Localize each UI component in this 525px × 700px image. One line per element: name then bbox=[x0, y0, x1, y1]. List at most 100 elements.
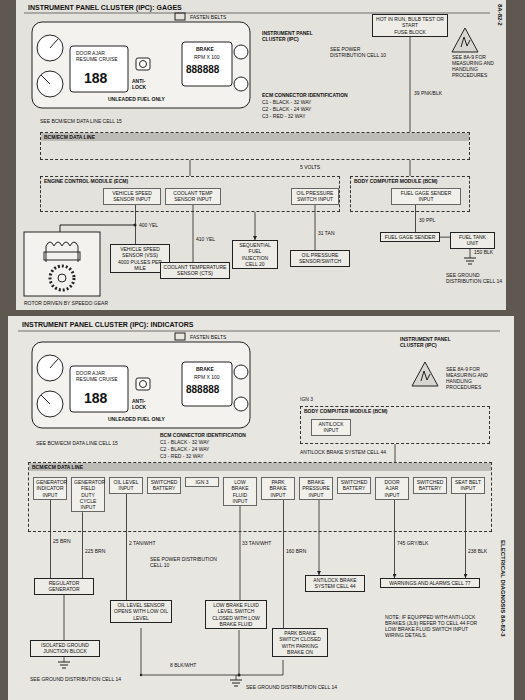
label: ECM CONNECTOR IDENTIFICATION bbox=[262, 92, 348, 98]
input-box: IGN 3 bbox=[185, 477, 219, 487]
page bbox=[16, 0, 506, 310]
wire bbox=[465, 494, 466, 579]
wire bbox=[64, 595, 65, 641]
label: 188 bbox=[84, 70, 107, 87]
label: IGN 3 bbox=[300, 396, 313, 402]
node-text: LOW BRAKE FLUID INPUT bbox=[226, 479, 254, 504]
label: C3 - RED - 32 WAY bbox=[262, 113, 306, 119]
node-text: SEQUENTIAL FUEL INJECTION CELL 20 bbox=[235, 242, 275, 267]
ground-symbol bbox=[464, 258, 476, 264]
node-text: PARK BRAKE SWITCH CLOSED WITH PARKING BR… bbox=[275, 630, 325, 655]
input-box: SWITCHED BATTERY bbox=[337, 477, 371, 494]
wire bbox=[50, 500, 51, 578]
node-text: SWITCHED BATTERY bbox=[340, 479, 368, 492]
label: 8A-82-2 bbox=[496, 4, 503, 26]
component-box: FUEL TANK UNIT bbox=[450, 232, 495, 249]
label: INSTRUMENT PANEL CLUSTER (IPC) bbox=[262, 30, 332, 42]
component-box: WARNINGS AND ALARMS CELL 77 bbox=[380, 578, 480, 588]
node-text: BRAKE PRESSURE INPUT bbox=[302, 479, 330, 498]
wire bbox=[415, 205, 416, 233]
label: SEE 8A-9 FOR MEASURING AND HANDLING PROC… bbox=[452, 54, 502, 78]
wire bbox=[319, 500, 320, 575]
node-text: GENERATOR bbox=[37, 586, 91, 592]
node-text: ANTILOCK BRAKE SYSTEM CELL 44 bbox=[308, 577, 362, 590]
wire bbox=[240, 506, 241, 600]
label: ROTOR DRIVEN BY SPEEDO GEAR bbox=[24, 300, 108, 306]
label: INSTRUMENT PANEL CLUSTER (IPC): INDICATO… bbox=[22, 321, 193, 329]
component-box: LOW BRAKE FLUID LEVEL SWITCH CLOSED WITH… bbox=[205, 600, 267, 629]
wire bbox=[283, 500, 284, 628]
esd-symbol bbox=[452, 28, 478, 52]
node-text: 4000 PULSES PER MILE bbox=[113, 259, 167, 272]
node-text: GENERATOR FIELD DUTY CYCLE INPUT bbox=[74, 479, 102, 510]
node-text: FUEL GAGE SENDER bbox=[383, 234, 437, 240]
wire bbox=[236, 675, 237, 680]
label: ANTILOCK BRAKE SYSTEM CELL 44 bbox=[300, 449, 386, 455]
label: ELECTRICAL DIAGNOSIS 8A-82-3 bbox=[499, 540, 506, 637]
vss-illustration bbox=[58, 274, 66, 282]
input-box: LOW BRAKE FLUID INPUT bbox=[223, 477, 257, 506]
wire bbox=[126, 494, 127, 601]
node-text: LOW BRAKE FLUID LEVEL SWITCH CLOSED WITH… bbox=[208, 602, 264, 627]
input-box: SWITCHED BATTERY bbox=[413, 477, 447, 494]
label: SEE BCM/ECM DATA LINE CELL 15 bbox=[36, 440, 118, 446]
label: C1 - BLACK - 32 WAY bbox=[262, 99, 311, 105]
page-title: INSTRUMENT PANEL CLUSTER (IPC): GAGES bbox=[28, 4, 182, 12]
node-text: FUEL GAGE SENDER INPUT bbox=[394, 190, 458, 203]
component-box: ANTILOCK BRAKE SYSTEM CELL 44 bbox=[305, 575, 365, 592]
label: SEE BCM/ECM DATA LINE CELL 15 bbox=[40, 118, 122, 124]
label: SEE POWER DISTRIBUTION CELL 10 bbox=[150, 556, 220, 568]
label: 225 BRN bbox=[85, 548, 105, 554]
vss-illustration bbox=[50, 266, 74, 290]
component-box: OIL LEVEL SENSOR OPENS WITH LOW OIL LEVE… bbox=[110, 600, 172, 623]
input-box: GENERATOR INDICATOR INPUT bbox=[33, 477, 67, 500]
label: RPM X 100 bbox=[194, 374, 220, 380]
wire bbox=[440, 237, 450, 238]
label: 30 PPL bbox=[419, 217, 435, 223]
component-box: OIL PRESSURE SENSOR/SWITCH bbox=[290, 250, 350, 267]
component-box: HOT IN RUN, BULB TEST OR STARTFUSE BLOCK bbox=[372, 14, 448, 37]
vss-illustration bbox=[44, 252, 80, 260]
component-box: ISOLATED GROUND JUNCTION BLOCK bbox=[30, 640, 100, 657]
input-box: VEHICLE SPEED SENSOR INPUT bbox=[103, 188, 161, 205]
wire bbox=[410, 37, 411, 132]
rule bbox=[18, 331, 500, 332]
module-box: BODY COMPUTER MODULE (BCM)ANTILOCK INPUT bbox=[300, 406, 490, 444]
wire bbox=[410, 160, 411, 176]
wire bbox=[190, 160, 191, 176]
node-text: ISOLATED GROUND JUNCTION BLOCK bbox=[33, 642, 97, 655]
node-text: OIL LEVEL SENSOR OPENS WITH LOW OIL LEVE… bbox=[113, 602, 169, 621]
node-text: PARK BRAKE INPUT bbox=[264, 479, 292, 498]
node-text: COOLANT TEMPERATURE SENSOR (CTS) bbox=[163, 264, 227, 277]
label: FASTEN BELTS bbox=[190, 334, 226, 340]
component-box: FUEL GAGE SENDER bbox=[380, 232, 440, 242]
label: 5 VOLTS bbox=[300, 164, 320, 170]
module-box: BCM/ECM DATA LINE bbox=[40, 132, 470, 160]
node-text: SWITCHED BATTERY bbox=[416, 479, 444, 492]
label: FASTEN BELTS bbox=[190, 14, 226, 20]
label: 400 YEL bbox=[139, 222, 158, 228]
wire bbox=[239, 630, 240, 675]
node-text: ANTILOCK INPUT bbox=[314, 421, 348, 434]
component-box: REGULATORGENERATOR bbox=[34, 578, 94, 595]
cluster-face bbox=[32, 13, 250, 108]
label: SEE GROUND DISTRIBUTION CELL 14 bbox=[30, 676, 121, 682]
label: ANTI-LOCK bbox=[132, 78, 154, 90]
vss-illustration bbox=[60, 225, 135, 232]
label: 25 BRN bbox=[53, 538, 71, 544]
label: 33 TAN/WHT bbox=[242, 540, 271, 546]
node-text: DOOR AJAR INPUT bbox=[378, 479, 406, 498]
label: 410 YEL bbox=[196, 236, 215, 242]
esd-symbol bbox=[412, 362, 438, 386]
label: 31 TAN bbox=[318, 230, 335, 236]
label: SEE POWER DISTRIBUTION CELL 10 bbox=[330, 46, 394, 58]
splice-dot bbox=[238, 674, 241, 677]
module-box: BCM/ECM DATA LINEGENERATOR INDICATOR INP… bbox=[28, 462, 492, 532]
label: DOOR AJAR RESUME CRUISE bbox=[76, 50, 124, 62]
label: BRAKE bbox=[196, 366, 214, 372]
label: 2 TAN/WHT bbox=[129, 540, 155, 546]
vss-illustration bbox=[46, 242, 78, 246]
label: BCM CONNECTOR IDENTIFICATION bbox=[160, 432, 246, 438]
label: RPM X 100 bbox=[194, 54, 220, 60]
